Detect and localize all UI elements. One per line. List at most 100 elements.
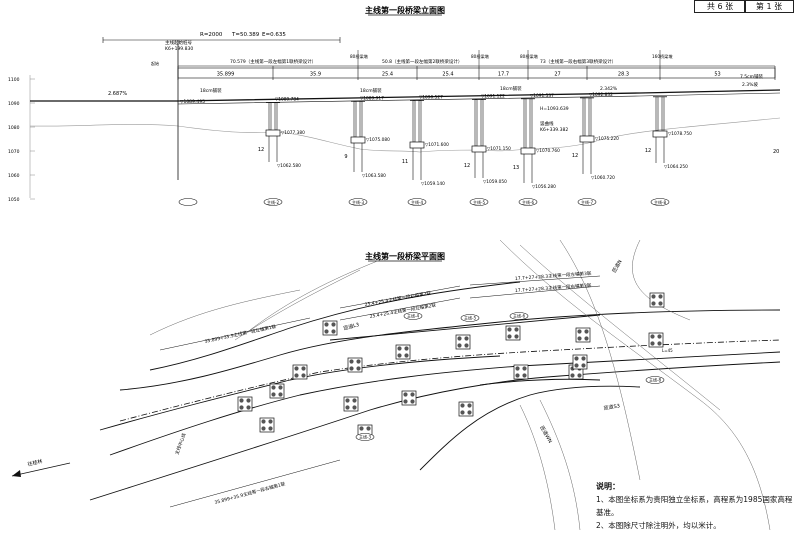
plan-pier-label: 主线-5 <box>464 315 476 321</box>
centerline <box>119 339 781 422</box>
right-grade: 2.3%坡 <box>742 81 758 88</box>
pile-cap-plan <box>259 417 275 433</box>
plan-pier-oval <box>355 433 375 441</box>
cap-elevation: ▽1071.150 <box>487 146 511 152</box>
span-strip <box>177 67 776 79</box>
plan-pier-label: 主线-4 <box>407 313 419 319</box>
span-length: 25.4 <box>442 72 453 78</box>
span-total-1: 70.579（主线第一段左幅第1联桥梁设计） <box>230 58 316 65</box>
pier-label: 主线-4 <box>411 199 423 205</box>
pile-length: 12 <box>572 153 578 159</box>
pier-label-oval <box>650 198 670 206</box>
pier-label: 主线-3 <box>352 199 364 205</box>
top-elevation: ▽1091.122 <box>481 93 505 99</box>
deck-line <box>30 89 781 102</box>
cap-elevation: ▽1078.750 <box>668 131 692 137</box>
span-length: 35.9 <box>310 72 321 78</box>
plan-dim-5: 17.7+27+28.3主线第一段右幅第3联 <box>515 282 592 294</box>
pile-cap-plan <box>572 354 588 370</box>
pier-label-oval <box>577 198 597 206</box>
note-1: 1、本图坐标系为贵阳独立坐标系，高程系为1985国家高程基准。 <box>596 495 793 517</box>
bottom-elevation: ▽1064.250 <box>664 164 688 170</box>
arrow-head-icon <box>12 470 21 477</box>
pier-label-oval <box>518 198 538 206</box>
pile-cap <box>520 147 536 155</box>
pile-cap-plan <box>513 364 529 380</box>
pile-length: 13 <box>513 165 519 171</box>
deck-label: 18cm铺装 <box>200 87 222 94</box>
pile-cap-plan <box>269 383 285 399</box>
pier-column <box>268 102 272 131</box>
bottom-elevation: ▽1059.140 <box>421 181 445 187</box>
pier-column <box>412 100 416 143</box>
right-mark: 20 <box>773 149 779 155</box>
pile-cap <box>409 141 425 149</box>
pile-cap-plan <box>505 325 521 341</box>
sheet-total: 共 6 张 <box>694 0 746 13</box>
pier-mark: 80桥梁墩 <box>350 53 369 60</box>
pier-label: 主线-5 <box>473 199 485 205</box>
pile-cap <box>471 145 487 153</box>
road-label-centerline: 主线中心线 <box>173 432 187 456</box>
pile-cap-plan <box>343 396 359 412</box>
top-elevation: ▽1089.917 <box>360 95 384 101</box>
pile-cap-plan <box>649 292 665 308</box>
axis-tick-label: 1070 <box>8 149 20 155</box>
direction-arrow <box>11 462 71 477</box>
plan-pier-oval <box>645 376 665 384</box>
curve-t: T=50.389 <box>231 32 260 38</box>
deck-label: 18cm铺装 <box>500 85 522 92</box>
span-length: 53 <box>714 72 720 78</box>
pier-column <box>588 97 592 137</box>
plan-pier-oval <box>509 312 529 320</box>
start-station-k: K6+199.830 <box>165 46 193 52</box>
elevation-view: 主线第一段桥梁立面图 R=2000 T=50.389 E=0.635 主线起始桩… <box>8 5 781 206</box>
deck-bottom-line <box>177 92 781 105</box>
plan-pier-label: 主线-3 <box>359 434 371 440</box>
deck-label: 18cm铺装 <box>360 87 382 94</box>
pile-cap <box>579 135 595 143</box>
note-2: 2、本图除尺寸除注明外，均以米计。 <box>596 521 721 530</box>
pile-cap-plan <box>401 390 417 406</box>
pile-length: 11 <box>402 159 408 165</box>
bottom-elevation: ▽1056.280 <box>532 184 556 190</box>
axis-tick-label: 1050 <box>8 197 20 203</box>
left-note: 起始 <box>151 60 159 66</box>
pier-mark: 80桥梁墩 <box>520 53 539 60</box>
mid-info: 竖曲线 <box>540 120 554 127</box>
pile-cap-plan <box>395 344 411 360</box>
road-label-s3: 匝道S3 <box>603 402 620 412</box>
plan-pier-oval <box>403 312 423 320</box>
plan-pier-oval <box>460 314 480 322</box>
pier-label-oval <box>178 198 198 206</box>
cap-elevation: ▽1075.220 <box>595 136 619 142</box>
pier-column <box>529 98 533 149</box>
axis-tick-label: 1080 <box>8 125 20 131</box>
plan-l-mark: L=45 <box>662 348 673 353</box>
pile-caps <box>237 292 665 440</box>
span-length: 28.3 <box>618 72 629 78</box>
bottom-elevation: ▽1060.720 <box>591 175 615 181</box>
cap-elevation: ▽1070.760 <box>536 148 560 154</box>
pier-column <box>523 98 527 149</box>
pier-column <box>359 101 363 138</box>
axis-tick-label: 1100 <box>8 77 20 83</box>
road-label-l3: 匝道L3 <box>343 321 360 332</box>
plan-dim-lines <box>159 275 601 508</box>
pier-label-oval <box>263 198 283 206</box>
top-elevation: ▽1091.537 <box>530 93 554 99</box>
plan-dim-4: 17.7+27+28.3主线第一段左幅第3联 <box>515 270 592 282</box>
span-total-3: 73（主线第一段右幅第3联桥梁设计） <box>540 58 616 65</box>
pile-cap <box>350 136 366 144</box>
bottom-elevation: ▽1059.050 <box>483 179 507 185</box>
pier-label: 主线-7 <box>581 199 593 205</box>
pier-label-oval <box>407 198 427 206</box>
pier-column <box>474 99 478 147</box>
road-label-n: 匝道N <box>611 258 624 274</box>
curve-e: E=0.635 <box>262 32 286 38</box>
top-elevation: ▽1090.527 <box>419 94 443 100</box>
road-label-wn: 匝道WN <box>538 425 554 445</box>
bottom-elevation: ▽1063.580 <box>362 173 386 179</box>
pile-cap-plan <box>292 364 308 380</box>
